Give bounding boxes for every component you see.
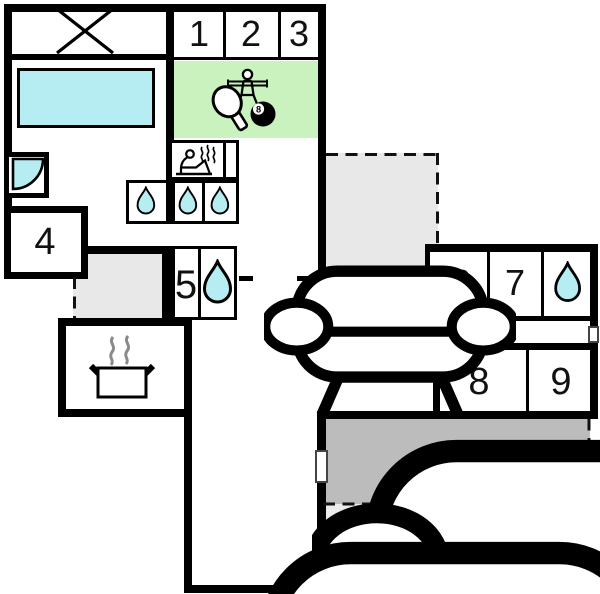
wall-segment [166,4,174,224]
door-marker [315,450,328,483]
shower-row-box [126,180,239,224]
wall-segment [58,318,66,417]
room-5-label: 5 [174,263,198,307]
room-1-label: 1 [188,13,210,54]
room-8-label: 8 [468,361,490,403]
door-marker [588,326,599,343]
wall-segment [223,143,226,177]
terrace-covered-area [326,417,590,504]
rooms-8-9-box [433,343,598,417]
wall-segment [162,246,174,320]
room-2-label: 2 [240,13,262,54]
sauna-box [169,140,239,180]
wall-segment [278,12,281,57]
wall-segment [239,276,253,281]
corner-shower-box [4,152,49,198]
cooking-pot-icon [88,335,156,399]
wall-segment [318,4,326,321]
terrace-open-area [326,504,590,572]
wall-segment [202,183,205,221]
wall-segment [317,411,326,593]
wall-segment [87,246,164,254]
wall-segment [541,252,544,316]
room-7-label: 7 [504,262,526,303]
wall-segment [4,4,326,12]
room-4-label: 4 [34,221,56,263]
wall-segment [526,350,529,411]
room-9-label: 9 [550,361,572,403]
wall-segment [184,318,192,593]
game-room-area [174,61,318,138]
terrace-middle-area [326,153,438,314]
wall-segment [487,252,490,316]
room-6-label: 6 [450,262,472,303]
wall-segment [297,276,318,281]
pool-basin [17,68,155,128]
wall-segment [166,180,175,224]
wall-segment [4,54,174,60]
wall-segment [184,585,323,593]
room-4-box [4,206,88,279]
wall-segment [58,318,190,326]
wall-segment [4,4,12,278]
wall-segment [58,409,190,417]
wall-segment [223,12,226,57]
crossed-out-icon [55,7,115,55]
wall-segment [198,249,201,317]
wall-segment [166,57,318,60]
room-3-label: 3 [288,13,310,54]
entry-area [73,252,164,318]
